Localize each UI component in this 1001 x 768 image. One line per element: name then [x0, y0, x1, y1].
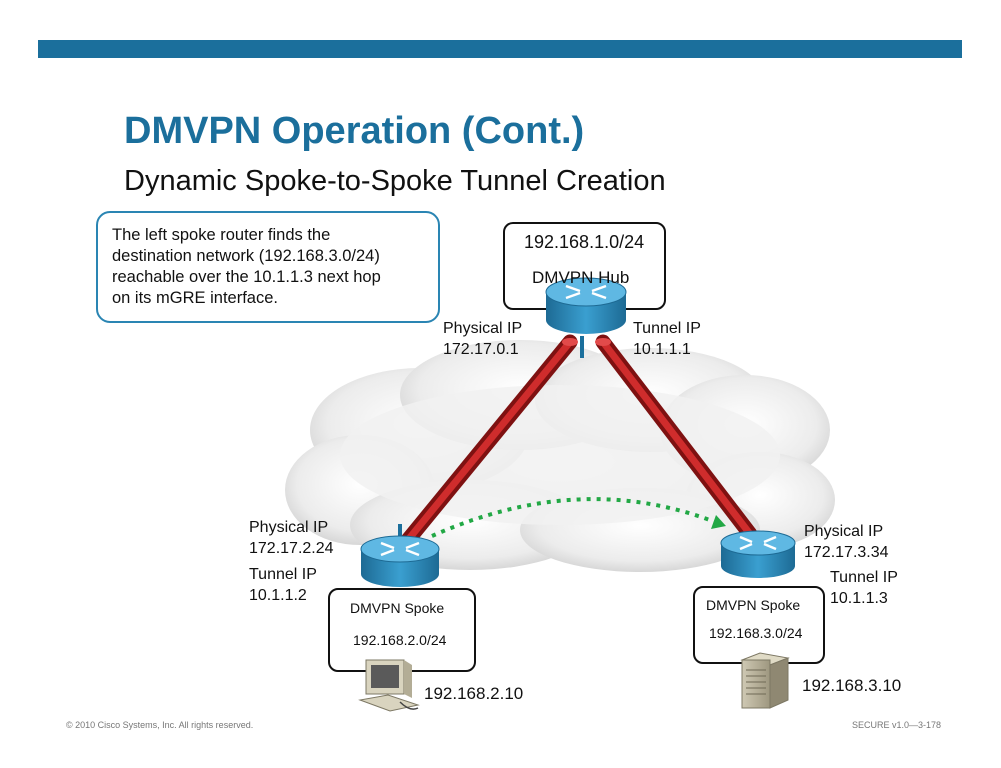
left-spoke-name: DMVPN Spoke [350, 600, 445, 616]
copyright-text: © 2010 Cisco Systems, Inc. All rights re… [66, 720, 254, 730]
hub-tunnel-ip-value: 10.1.1.1 [633, 341, 691, 358]
server-icon [740, 652, 790, 709]
hub-physical-ip-value: 172.17.0.1 [443, 341, 519, 358]
right-spoke-physical-ip-label: Physical IP [804, 523, 884, 540]
left-spoke-tunnel-ip: Tunnel IP 10.1.1.2 [249, 564, 317, 606]
callout-line: The left spoke router finds the [112, 226, 331, 244]
hub-router-icon [545, 277, 627, 358]
left-spoke-tunnel-ip-value: 10.1.1.2 [249, 587, 307, 604]
hub-physical-ip: Physical IP 172.17.0.1 [443, 318, 522, 360]
left-spoke-tunnel-ip-label: Tunnel IP [249, 566, 317, 583]
left-spoke-physical-ip: Physical IP 172.17.2.24 [249, 517, 334, 559]
left-spoke-box [328, 588, 476, 672]
left-spoke-router-icon [360, 524, 440, 587]
right-spoke-physical-ip-value: 172.17.3.34 [804, 544, 889, 561]
callout-box: The left spoke router finds the destinat… [96, 211, 440, 323]
right-host-ip: 192.168.3.10 [802, 676, 902, 695]
hub-name-label: DMVPN Hub [532, 268, 630, 287]
pc-icon [358, 659, 420, 712]
right-spoke-network: 192.168.3.0/24 [709, 625, 803, 641]
hub-tunnel-ip: Tunnel IP 10.1.1.1 [633, 318, 701, 360]
left-spoke-physical-ip-value: 172.17.2.24 [249, 540, 334, 557]
hub-physical-ip-label: Physical IP [443, 320, 523, 337]
right-spoke-name: DMVPN Spoke [706, 597, 801, 613]
hub-tunnel-ip-label: Tunnel IP [633, 320, 701, 337]
left-host-ip: 192.168.2.10 [424, 684, 524, 703]
left-spoke-network: 192.168.2.0/24 [353, 632, 447, 648]
right-spoke-tunnel-ip-value: 10.1.1.3 [830, 590, 888, 607]
callout-line: reachable over the 10.1.1.3 next hop [112, 268, 381, 286]
right-spoke-physical-ip: Physical IP 172.17.3.34 [804, 521, 889, 563]
right-spoke-box [693, 586, 825, 664]
header-bar [38, 40, 962, 58]
callout-line: destination network (192.168.3.0/24) [112, 247, 380, 265]
right-spoke-tunnel-ip: Tunnel IP 10.1.1.3 [830, 567, 898, 609]
hub-network-label: 192.168.1.0/24 [524, 232, 645, 252]
right-spoke-router-icon [720, 530, 796, 578]
callout-line: on its mGRE interface. [112, 289, 278, 307]
right-spoke-tunnel-ip-label: Tunnel IP [830, 569, 898, 586]
slide-title: DMVPN Operation (Cont.) [124, 110, 585, 152]
dynamic-tunnel-arrow [431, 497, 716, 538]
left-spoke-physical-ip-label: Physical IP [249, 519, 329, 536]
slide-subtitle: Dynamic Spoke-to-Spoke Tunnel Creation [124, 165, 666, 197]
course-code: SECURE v1.0—3-178 [852, 720, 942, 730]
